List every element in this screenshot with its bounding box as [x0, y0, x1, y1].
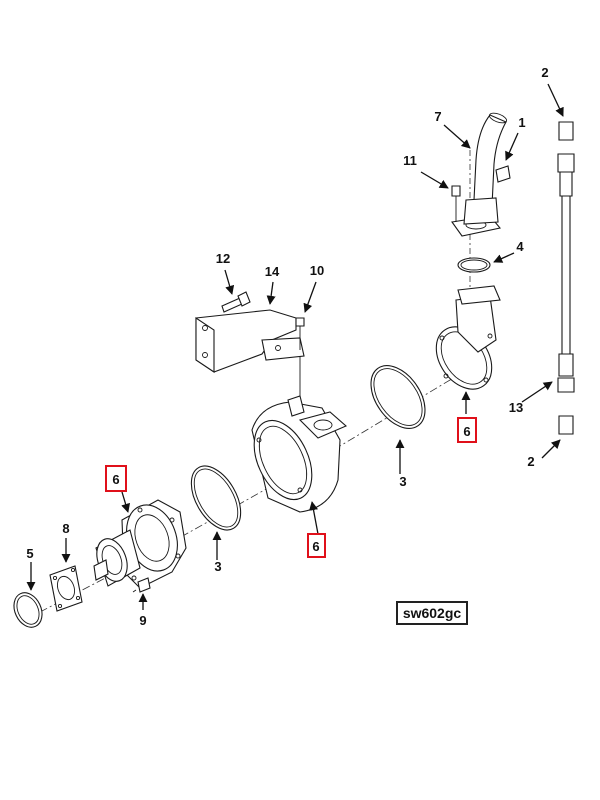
pipe-elbow-part-7 [463, 112, 508, 225]
callout-12: 12 [216, 251, 230, 266]
callout-arrows [26, 83, 564, 610]
bolt-part-10 [295, 317, 305, 350]
highlight-box-6-right [457, 417, 477, 443]
oring-part-4 [457, 257, 491, 273]
highlight-box-6-mid [307, 533, 326, 558]
gasket-ring-part-3-right [370, 365, 426, 429]
bracket-part-14 [195, 309, 305, 374]
diagram-code: sw602gc [402, 605, 462, 621]
callout-6-right: 6 [463, 424, 470, 439]
drain-fitting-part-9 [132, 577, 151, 593]
water-pump-assembly [93, 499, 187, 589]
callout-7: 7 [434, 109, 441, 124]
callout-14: 14 [265, 264, 280, 279]
diagram-code-box: sw602gc [396, 601, 468, 625]
callout-5: 5 [26, 546, 33, 561]
callout-10: 10 [310, 263, 324, 278]
callout-6-left: 6 [112, 472, 119, 487]
callout-11: 11 [403, 153, 417, 168]
callout-8: 8 [62, 521, 69, 536]
callout-6-mid: 6 [312, 539, 319, 554]
callout-2-bottom: 2 [527, 454, 534, 469]
callout-9: 9 [139, 613, 146, 628]
outlet-flange [435, 295, 497, 390]
bolt-part-12 [221, 291, 251, 313]
gasket-ring-part-3-left [190, 465, 242, 531]
callout-3-right: 3 [399, 474, 406, 489]
callout-13: 13 [509, 400, 523, 415]
highlight-box-6-left [105, 465, 127, 492]
plug-part-1 [495, 165, 511, 183]
oring-part-5 [13, 592, 43, 628]
elbow-housing [251, 350, 348, 513]
bolt-part-11 [451, 185, 461, 222]
callout-3-left: 3 [214, 559, 221, 574]
hose-assembly-part-13 [557, 121, 575, 435]
callout-4: 4 [516, 239, 524, 254]
callout-1: 1 [518, 115, 525, 130]
gasket-plate-part-8 [49, 565, 83, 612]
callout-2-top: 2 [541, 65, 548, 80]
